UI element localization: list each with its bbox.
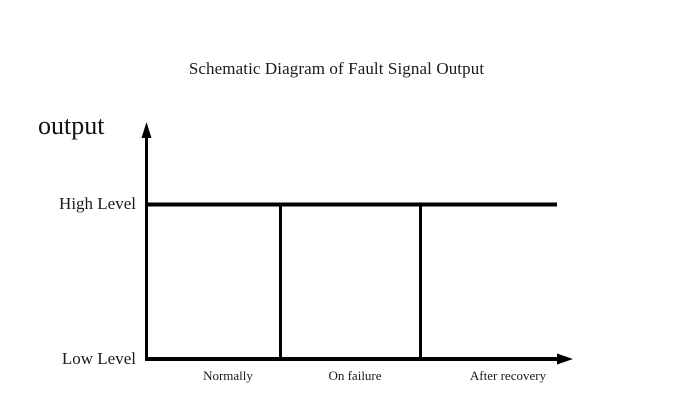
y-axis-label-low-level: Low Level — [61, 349, 136, 368]
x-axis-category-after-recovery: After recovery — [469, 368, 547, 383]
y-axis-label-high-level: High Level — [59, 194, 136, 213]
y-axis-title: output — [38, 111, 105, 140]
x-axis-arrowhead-icon — [557, 353, 573, 365]
x-axis-category-on-failure: On failure — [328, 368, 382, 383]
y-axis-arrowhead-icon — [141, 122, 152, 138]
page-title: Schematic Diagram of Fault Signal Output — [188, 59, 485, 78]
x-axis-category-normally: Normally — [203, 368, 253, 383]
